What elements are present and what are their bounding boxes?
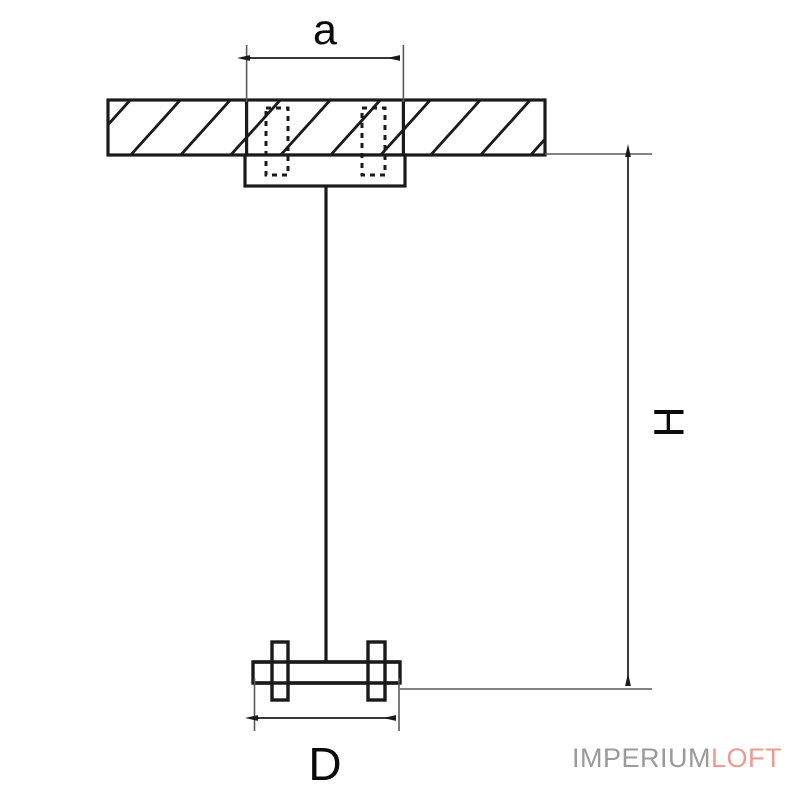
canopy-mounting-box <box>243 100 407 188</box>
fixture-post-right <box>366 640 387 702</box>
hidden-screw-left <box>264 106 290 177</box>
dimension-H: H <box>400 144 693 690</box>
dimension-D: D <box>245 678 400 790</box>
fixture-post-left <box>270 640 290 702</box>
watermark: IMPERIUMLOFT <box>572 743 782 774</box>
hidden-screws <box>264 106 387 177</box>
ceiling-slab <box>106 98 547 157</box>
watermark-primary-text: IMPERIUM <box>571 743 711 773</box>
dimension-a: a <box>237 6 405 102</box>
dimension-a-label: a <box>313 6 337 54</box>
ceiling-slab-hatching <box>108 100 545 155</box>
dimension-H-label: H <box>645 406 693 437</box>
bottom-fixture <box>251 640 402 702</box>
watermark-accent-text: LOFT <box>710 743 782 773</box>
hidden-screw-right <box>360 106 387 177</box>
canopy-box-outline <box>243 153 407 188</box>
dimension-D-label: D <box>308 738 341 790</box>
